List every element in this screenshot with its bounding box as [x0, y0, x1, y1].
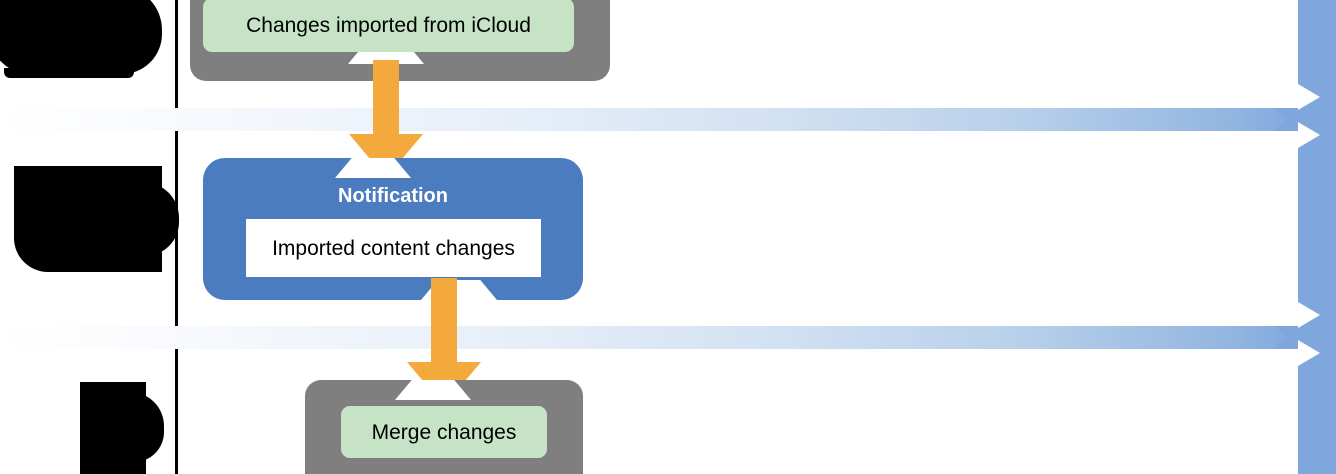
notification-node[interactable]: Notification Imported content changes	[203, 158, 583, 300]
notification-title: Notification	[338, 185, 448, 207]
container-notch-icon-bottom	[395, 380, 471, 400]
notification-notch-icon-top	[335, 158, 411, 178]
column-divider	[175, 0, 178, 474]
notification-payload: Imported content changes	[246, 219, 541, 277]
lane-bar-2	[0, 326, 1306, 349]
action-box-merge-changes[interactable]: Merge changes	[341, 406, 547, 458]
action-box-changes-imported[interactable]: Changes imported from iCloud	[203, 0, 574, 52]
vertical-flow-rail	[1298, 0, 1336, 474]
redacted-label-2	[14, 166, 179, 272]
redacted-label-1	[0, 0, 162, 78]
lane-bar-1	[0, 108, 1306, 131]
redacted-label-3	[80, 382, 164, 474]
